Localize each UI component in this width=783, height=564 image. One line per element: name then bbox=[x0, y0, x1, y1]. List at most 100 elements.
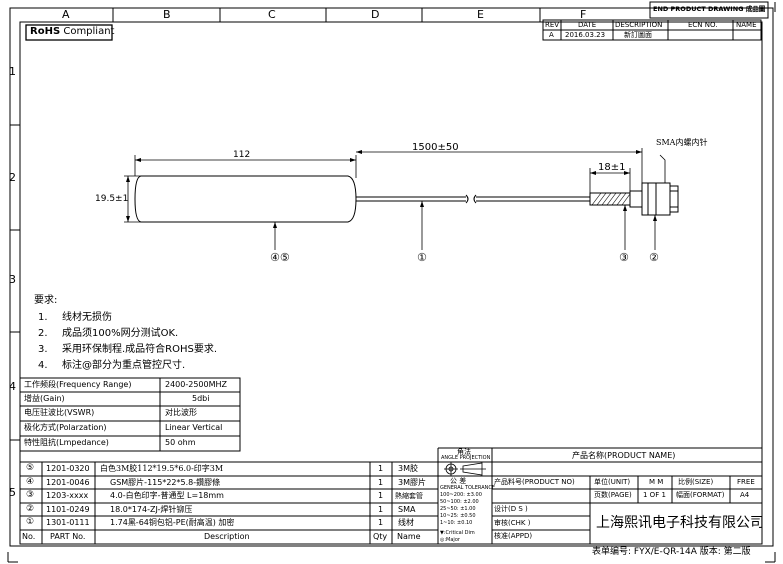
rev-header: REV bbox=[545, 21, 560, 29]
dim-antenna-length: 112 bbox=[233, 150, 251, 160]
description-header: DESCRIPTION bbox=[615, 21, 663, 29]
spec-label: 工作频段(Frequency Range) bbox=[24, 380, 132, 389]
tolerance-line: 10~25: ±0.50 bbox=[440, 513, 476, 519]
design-label: 设计(D S ) bbox=[494, 505, 528, 513]
row-label: 5 bbox=[9, 486, 16, 499]
form-number-footer: 表单编号: FYX/E-QR-14A 版本: 第二版 bbox=[592, 547, 751, 557]
row-label: 1 bbox=[9, 65, 16, 78]
spec-label: 特性阻抗(Lmpedance) bbox=[24, 438, 109, 447]
bom-part-no: 1201-0320 bbox=[46, 464, 90, 473]
product-no-label: 产品料号(PRODUCT NO) bbox=[494, 478, 575, 486]
column-label: A bbox=[62, 8, 70, 21]
requirement-text: 采用环保制程.成品符合ROHS要求. bbox=[62, 344, 218, 355]
dim-strip-length: 18±1 bbox=[598, 162, 626, 173]
tolerance-title: 公 差 bbox=[450, 477, 467, 485]
scale-label: 比例(SIZE) bbox=[678, 478, 714, 486]
callout-1: ① bbox=[417, 251, 427, 264]
rohs-badge: RoHS Compliant bbox=[30, 27, 114, 37]
requirement-num: 3. bbox=[38, 344, 48, 355]
spec-value: 5dbi bbox=[192, 394, 210, 403]
product-name-label: 产品名称(PRODUCT NAME) bbox=[572, 451, 676, 460]
bom-name: 3M胶 bbox=[398, 464, 418, 473]
column-label: F bbox=[580, 8, 587, 21]
bom-description: 1.74黑-64铜包铝-PE(耐高温) 加密 bbox=[110, 518, 235, 527]
callout-4-5: ④⑤ bbox=[270, 251, 290, 264]
requirements-title: 要求: bbox=[34, 295, 58, 306]
bom-description: 4.0-白色印字-普通型 L=18mm bbox=[110, 491, 224, 500]
tolerance-line: 1~10: ±0.10 bbox=[440, 520, 473, 526]
bom-item-no: ⑤ bbox=[26, 463, 35, 473]
callout-3: ③ bbox=[619, 251, 629, 264]
spec-value: Linear Vertical bbox=[165, 423, 223, 432]
bom-description: 白色3M胶112*19.5*6.0-印字3M bbox=[100, 464, 224, 473]
description-value: 新訂圖面 bbox=[624, 31, 652, 39]
sma-note: SMA内螺内针 bbox=[656, 138, 708, 147]
dim-antenna-height: 19.5±1 bbox=[95, 194, 129, 204]
page-value: 1 OF 1 bbox=[643, 491, 666, 499]
tolerance-subtitle: GENERAL TOLERANCE bbox=[440, 485, 496, 491]
requirement-num: 2. bbox=[38, 328, 48, 339]
requirement-text: 标注@部分为重点管控尺寸. bbox=[62, 360, 186, 371]
row-label: 3 bbox=[9, 273, 16, 286]
company-name: 上海熙讯电子科技有限公司 bbox=[596, 515, 764, 531]
dim-cable-length: 1500±50 bbox=[412, 142, 459, 153]
spec-value: 对比波形 bbox=[165, 408, 197, 417]
bom-item-no: ④ bbox=[26, 477, 35, 487]
bom-qty: 1 bbox=[378, 464, 384, 473]
bom-name: 3M膠片 bbox=[398, 478, 426, 487]
drawing-title-box: END PRODUCT DRAWING 成品圖 bbox=[653, 5, 766, 13]
bom-qty: 1 bbox=[378, 491, 384, 500]
scale-value: FREE bbox=[737, 478, 755, 486]
requirement-text: 成品须100%网分测试OK. bbox=[62, 328, 179, 339]
name-header: NAME bbox=[736, 21, 757, 29]
column-label: D bbox=[371, 8, 380, 21]
bom-header-qty: Qty bbox=[373, 532, 388, 541]
bom-part-no: 1101-0249 bbox=[46, 505, 90, 514]
bom-name: 熱縮套管 bbox=[395, 492, 423, 500]
bom-part-no: 1203-xxxx bbox=[46, 491, 89, 500]
column-label: C bbox=[268, 8, 276, 21]
rohs-compliant-text: Compliant bbox=[63, 26, 115, 37]
tolerance-line: 25~50: ±1.00 bbox=[440, 506, 476, 512]
column-label: E bbox=[477, 8, 484, 21]
format-value: A4 bbox=[740, 491, 750, 499]
format-label: 幅面(FORMAT) bbox=[676, 491, 725, 499]
bom-qty: 1 bbox=[378, 518, 384, 527]
bom-description: 18.0*174-ZJ-焊针铆压 bbox=[110, 505, 193, 514]
requirement-num: 1. bbox=[38, 312, 48, 323]
bom-part-no: 1301-0111 bbox=[46, 518, 90, 527]
bom-header-part: PART No. bbox=[50, 532, 86, 541]
bom-header-desc: Description bbox=[204, 532, 250, 541]
callout-2: ② bbox=[649, 251, 659, 264]
projection-subtitle: ANGLE PROJECTION bbox=[441, 455, 491, 461]
bom-description: GSM膠片-115*22*5.8-鑽膠條 bbox=[110, 478, 221, 487]
check-label: 审核(CHK ) bbox=[494, 519, 531, 527]
date-value: 2016.03.23 bbox=[565, 31, 606, 39]
unit-label: 单位(UNIT) bbox=[594, 478, 631, 486]
spec-value: 2400-2500MHZ bbox=[165, 380, 228, 389]
rohs-bold-text: RoHS bbox=[30, 26, 61, 37]
tolerance-line: 50~100: ±2.00 bbox=[440, 499, 479, 505]
bom-item-no: ③ bbox=[26, 490, 35, 500]
bom-name: SMA bbox=[398, 505, 416, 514]
approve-label: 核准(APPD) bbox=[494, 532, 533, 540]
bom-header-name: Name bbox=[397, 532, 421, 541]
column-label: B bbox=[163, 8, 171, 21]
bom-item-no: ① bbox=[26, 517, 35, 527]
rev-value: A bbox=[549, 31, 554, 39]
spec-value: 50 ohm bbox=[165, 438, 196, 447]
bom-qty: 1 bbox=[378, 505, 384, 514]
row-label: 4 bbox=[9, 380, 16, 393]
bom-qty: 1 bbox=[378, 478, 384, 487]
major-note: ◎:Major bbox=[440, 537, 460, 543]
date-header: DATE bbox=[578, 21, 597, 29]
bom-part-no: 1201-0046 bbox=[46, 478, 90, 487]
critical-note: ▼:Critical Dim bbox=[440, 530, 475, 536]
bom-header-no: No. bbox=[22, 532, 36, 541]
projection-title: 角法 bbox=[457, 448, 471, 456]
requirement-text: 线材无损伤 bbox=[62, 312, 112, 323]
bom-item-no: ② bbox=[26, 504, 35, 514]
row-label: 2 bbox=[9, 171, 16, 184]
ecn-header: ECN NO. bbox=[688, 21, 718, 29]
